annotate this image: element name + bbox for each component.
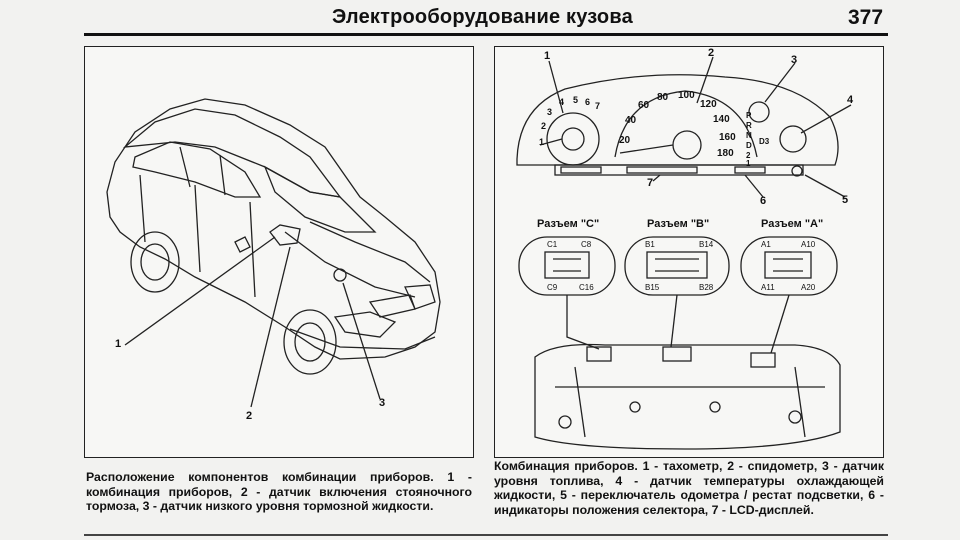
- speed-tick-100: 100: [678, 90, 695, 101]
- selector-r: R: [746, 121, 752, 130]
- selector-1: 1: [746, 159, 751, 168]
- tach-tick-1: 1: [539, 137, 545, 147]
- header-rule: [84, 33, 888, 36]
- speed-tick-160: 160: [719, 132, 736, 143]
- connector-c-pin-bl: C9: [547, 283, 558, 292]
- connector-a-pin-bl: A11: [761, 283, 775, 292]
- speed-tick-180: 180: [717, 148, 734, 159]
- car-figure-panel: 1 2 3: [84, 46, 474, 458]
- cluster-callout-3: 3: [791, 54, 798, 66]
- speed-tick-20: 20: [619, 135, 631, 146]
- car-illustration: [106, 98, 441, 408]
- callout-1: 1: [115, 338, 122, 350]
- page-number: 377: [848, 6, 884, 29]
- speed-tick-140: 140: [713, 114, 730, 125]
- connector-b-pin-br: B28: [699, 283, 714, 292]
- tach-tick-6: 6: [585, 97, 591, 107]
- connector-a-pin-tl: A1: [761, 240, 771, 249]
- speed-tick-60: 60: [638, 100, 650, 111]
- selector-n: N: [746, 131, 752, 140]
- cluster-callout-1: 1: [544, 50, 551, 62]
- connector-a-pin-br: A20: [801, 283, 816, 292]
- connector-a-pin-tr: A10: [801, 240, 816, 249]
- cluster-callout-5: 5: [842, 194, 849, 206]
- selector-p: P: [746, 111, 752, 120]
- cluster-callout-6: 6: [760, 195, 767, 207]
- cluster-callout-4: 4: [847, 94, 854, 106]
- instrument-cluster-panel: 1 2 3 4 5 6 7 20 40 60 80 100 120 140 16…: [494, 46, 884, 458]
- connector-b-pin-bl: B15: [645, 283, 660, 292]
- tach-tick-7: 7: [595, 101, 601, 111]
- left-figure-caption: Расположение компонентов комбинации приб…: [86, 470, 472, 513]
- right-figure-caption: Комбинация приборов. 1 - тахометр, 2 - с…: [494, 459, 884, 517]
- selector-2: 2: [746, 151, 751, 160]
- callout-2: 2: [246, 410, 253, 422]
- speed-tick-80: 80: [657, 92, 669, 103]
- callout-3: 3: [379, 397, 386, 409]
- speed-tick-40: 40: [625, 115, 637, 126]
- cluster-callout-2: 2: [708, 47, 715, 59]
- instrument-cluster-diagram: [516, 56, 852, 450]
- odometer-mode: D3: [759, 137, 770, 146]
- cluster-callout-7: 7: [647, 177, 654, 189]
- connector-c-pin-br: C16: [579, 283, 594, 292]
- connector-b-pin-tr: B14: [699, 240, 714, 249]
- connector-b-title: Разъем "В": [647, 218, 710, 230]
- tach-tick-3: 3: [547, 107, 553, 117]
- tach-tick-4: 4: [559, 97, 565, 107]
- tach-tick-2: 2: [541, 121, 547, 131]
- connector-a-title: Разъем "А": [761, 218, 824, 230]
- connector-c-pin-tl: C1: [547, 240, 558, 249]
- page-header-title: Электрооборудование кузова: [332, 6, 633, 28]
- speed-tick-120: 120: [700, 99, 717, 110]
- tach-tick-5: 5: [573, 95, 579, 105]
- connector-c-pin-tr: C8: [581, 240, 592, 249]
- connector-c-title: Разъем "С": [537, 218, 600, 230]
- connector-b-pin-tl: B1: [645, 240, 655, 249]
- bottom-rule: [84, 534, 888, 536]
- selector-d: D: [746, 141, 752, 150]
